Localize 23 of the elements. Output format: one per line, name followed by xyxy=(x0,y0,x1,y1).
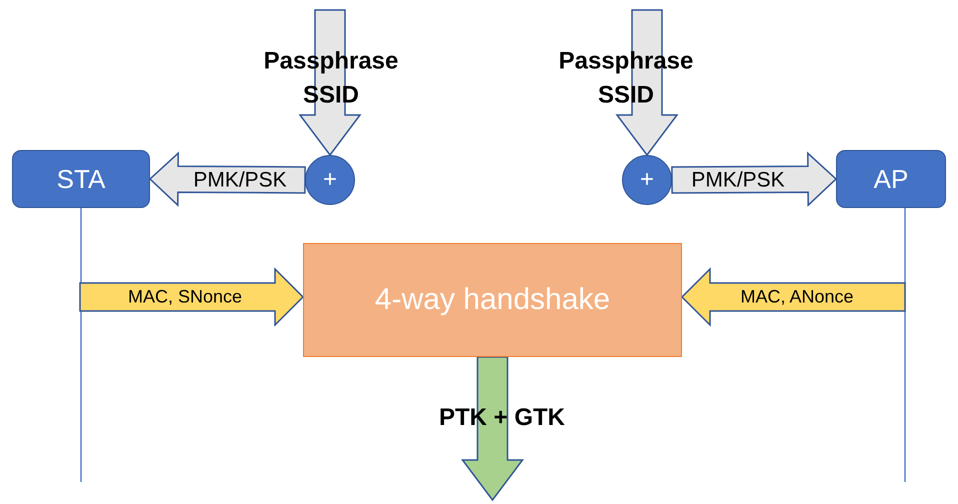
node-label: STA xyxy=(56,164,106,194)
edge-label: PMK/PSK xyxy=(690,167,786,194)
station-box xyxy=(12,150,150,208)
combine-circle xyxy=(622,155,672,205)
node-label: 4-way handshake xyxy=(374,283,610,317)
block-arrow xyxy=(461,356,524,502)
block-arrow xyxy=(680,267,906,327)
combine-circle xyxy=(305,155,355,205)
handshake-box xyxy=(303,243,682,357)
edge-label: PMK/PSK xyxy=(192,167,288,194)
access-point-box xyxy=(836,150,946,208)
plus-sign: + xyxy=(640,166,654,194)
block-arrow xyxy=(616,9,678,156)
block-arrow xyxy=(298,9,362,156)
lifeline xyxy=(904,208,906,482)
edge-label: MAC, ANonce xyxy=(739,285,855,308)
edge-label: MAC, SNonce xyxy=(126,285,244,308)
plus-sign: + xyxy=(322,166,337,194)
block-arrow xyxy=(148,151,306,207)
block-arrow xyxy=(79,267,304,327)
lifeline xyxy=(80,208,82,482)
block-arrow xyxy=(671,151,838,207)
node-label: AP xyxy=(874,164,908,194)
